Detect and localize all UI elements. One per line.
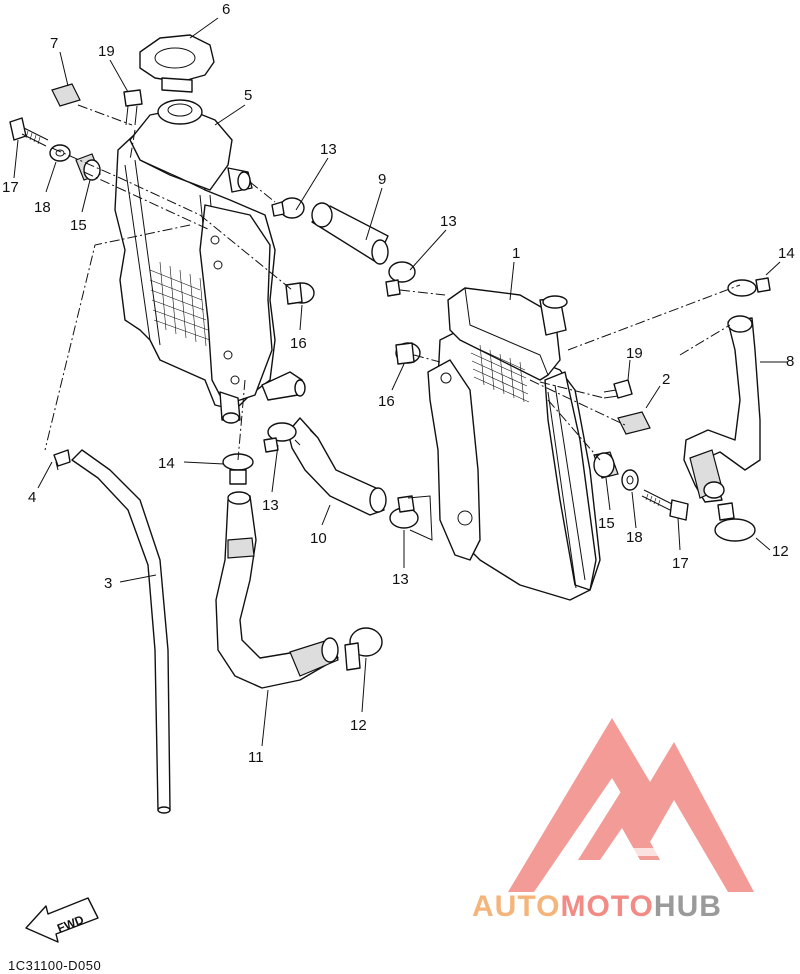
callout-18b: 18	[626, 529, 643, 546]
clip-4	[53, 449, 71, 471]
clamp-14-left	[222, 453, 254, 485]
callout-13b: 13	[440, 213, 457, 230]
callout-17a: 17	[2, 179, 19, 196]
automotohub-logo-icon	[508, 718, 754, 892]
brand-word-moto: MOTO	[560, 890, 654, 923]
hose-8	[683, 315, 761, 503]
callout-18a: 18	[34, 199, 51, 216]
clamp-12-right	[714, 502, 756, 542]
callout-14b: 14	[158, 455, 175, 472]
left-radiator-core-grille	[149, 261, 211, 347]
left-radiator	[114, 99, 306, 424]
clamp-13-lower-left	[263, 422, 297, 453]
rubber-pad-right	[617, 411, 651, 435]
callout-13c: 13	[262, 497, 279, 514]
callout-16a: 16	[290, 335, 307, 352]
callout-15a: 15	[70, 217, 87, 234]
radiator-cap	[139, 34, 215, 93]
assembly-lines	[44, 104, 741, 541]
collar-18-right	[621, 469, 639, 491]
grommet-15-right	[593, 451, 619, 479]
right-radiator	[427, 287, 601, 601]
bolt-19-left	[123, 89, 143, 126]
hose-3	[71, 449, 171, 814]
callout-14a: 14	[778, 245, 795, 262]
brand-word-auto: AUTO	[472, 890, 561, 923]
clamp-12-lower	[344, 627, 383, 671]
callout-19b: 19	[626, 345, 643, 362]
brand-watermark: AUTOMOTOHUB	[472, 890, 722, 924]
clamp-13-lower-right	[389, 495, 419, 529]
callout-11: 11	[248, 749, 264, 766]
callout-9: 9	[378, 171, 386, 188]
right-radiator-core-grille	[469, 344, 530, 403]
callout-10: 10	[310, 530, 327, 547]
callout-numbers: 6 7 19 5 17 18 15 13 9 13 1 14 8 16 16 1…	[2, 1, 795, 766]
callout-7: 7	[50, 35, 58, 52]
hose-10	[287, 417, 387, 516]
bolt-19-right	[603, 379, 633, 399]
hose-11	[215, 491, 339, 689]
collar-16-left	[285, 282, 315, 305]
callout-16b: 16	[378, 393, 395, 410]
brand-word-hub: HUB	[653, 890, 722, 923]
callout-12b: 12	[350, 717, 367, 734]
collar-16-right	[395, 342, 421, 365]
callout-19a: 19	[98, 43, 115, 60]
callout-4: 4	[28, 489, 36, 506]
callout-13a: 13	[320, 141, 337, 158]
callout-2: 2	[662, 371, 670, 388]
callout-3: 3	[104, 575, 112, 592]
collar-18-left	[49, 144, 71, 162]
bolt-17-right	[641, 489, 689, 521]
clamp-13-upper	[271, 197, 305, 219]
callout-8: 8	[786, 353, 794, 370]
diagram-code: 1C31100-D050	[8, 958, 102, 973]
bolt-17-left	[9, 117, 49, 147]
callout-15b: 15	[598, 515, 615, 532]
fwd-direction-arrow: FWD	[25, 897, 99, 943]
callout-1: 1	[512, 245, 520, 262]
callout-12a: 12	[772, 543, 789, 560]
clamp-14-right	[727, 277, 771, 297]
callout-leaders	[13, 17, 788, 747]
callout-6: 6	[222, 1, 230, 18]
callout-5: 5	[244, 87, 252, 104]
callout-17b: 17	[672, 555, 689, 572]
callout-13d: 13	[392, 571, 409, 588]
grommet-15-left	[75, 153, 101, 181]
clamp-13-mid	[385, 261, 416, 297]
rubber-pad-left	[51, 83, 81, 107]
hose-9	[311, 202, 389, 265]
